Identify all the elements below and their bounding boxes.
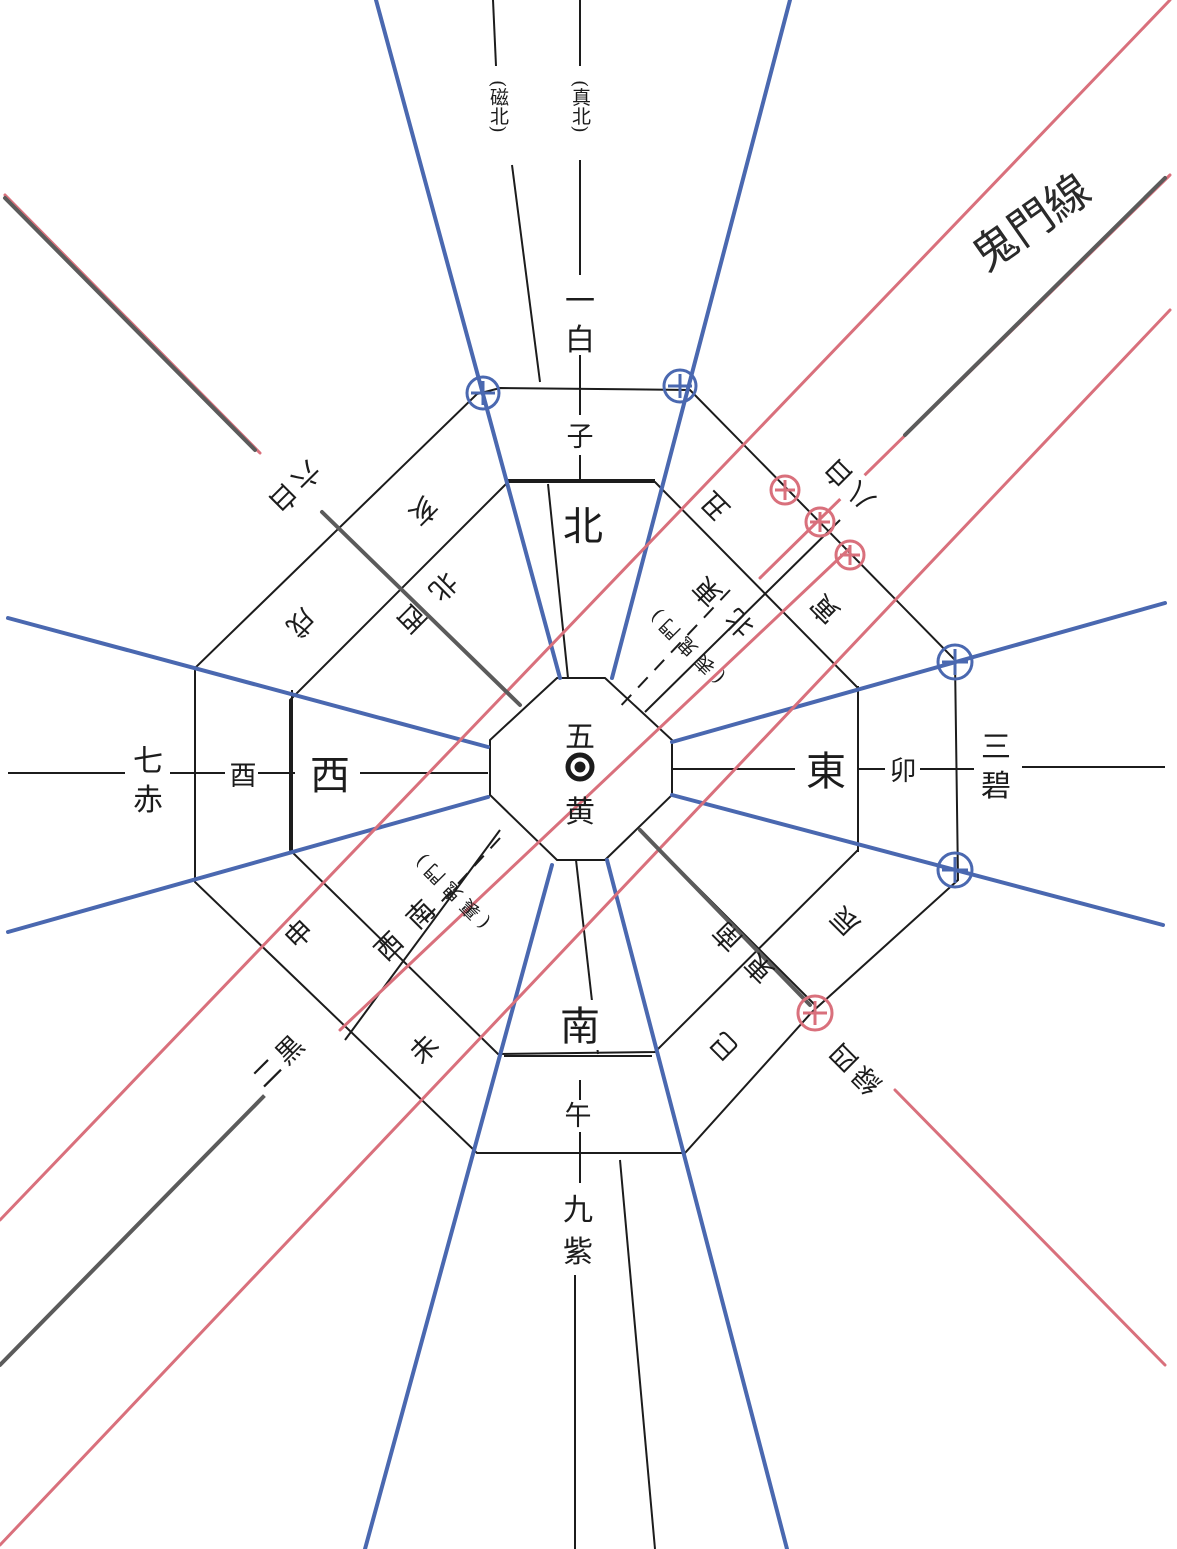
circle-markers: [465, 368, 974, 1032]
northwest-star-group: 六 白: [258, 450, 331, 523]
direction-north: 北: [563, 504, 603, 550]
blue-line-ene: [670, 601, 1167, 744]
marker-ne-red-3: [834, 539, 866, 571]
branch-yin-group: 寅: [805, 588, 846, 629]
marker-e-upper-blue: [936, 643, 974, 681]
branch-chen-group: 辰: [825, 900, 866, 941]
branch-chou: 丑: [695, 485, 736, 526]
grey-line-sw: [0, 1093, 267, 1367]
se-red-line: [893, 1088, 1167, 1367]
branch-chen: 辰: [825, 900, 866, 941]
grey-line-nw-inner: [320, 510, 522, 707]
west-star-number: 七: [133, 744, 163, 779]
grey-line-se: [638, 828, 812, 1007]
blue-line-ssw: [363, 863, 554, 1549]
branch-hai-group: 亥: [402, 490, 443, 531]
direction-northeast-group: 北東: [675, 558, 761, 644]
branch-wu: 午: [565, 1101, 592, 1132]
grey-line-ne: [903, 176, 1167, 437]
magnetic-north-line: [511, 164, 541, 383]
marker-ne-red-1: [769, 474, 801, 506]
branch-si: 巳: [704, 1025, 745, 1066]
true-north-label: (真北): [569, 80, 591, 133]
branch-xu: 戌: [280, 602, 321, 643]
blue-line-wsw: [6, 795, 490, 934]
kimon-line-mid: [338, 546, 852, 1032]
southeast-star-group: 四 緑: [819, 1032, 892, 1105]
north-star-number: 一: [565, 284, 595, 319]
marker-ne-blue: [662, 368, 698, 404]
magnetic-north-line-top: [492, 0, 497, 67]
branch-mao: 卯: [890, 756, 917, 787]
marker-nw-blue: [465, 375, 501, 411]
kimon-line-lower: [0, 308, 1172, 1547]
branch-shen-group: 申: [279, 914, 320, 955]
branch-shen: 申: [279, 914, 320, 955]
branch-xu-group: 戌: [280, 602, 321, 643]
north-star-color: 白: [565, 323, 595, 358]
south-star-number: 九: [563, 1193, 593, 1228]
blue-line-nne: [610, 0, 792, 680]
direction-east: 東: [806, 749, 846, 795]
magnetic-north-label: (磁北): [487, 80, 509, 133]
north-inner-line: [547, 483, 569, 679]
south-star-color: 紫: [563, 1235, 593, 1270]
marker-ne-red-2: [804, 506, 836, 538]
branch-zi: 子: [567, 422, 594, 453]
grey-overlay-lines: [0, 176, 1167, 1367]
dashed-kimon-lines: [419, 589, 731, 926]
ne-divider: [644, 519, 841, 713]
east-star-number: 三: [981, 730, 1011, 765]
kimon-line-main: [0, 0, 1172, 1222]
direction-west: 西: [310, 753, 350, 799]
center-point-marker: [565, 752, 595, 782]
branch-yin: 寅: [805, 588, 846, 629]
center-star-color: 黄: [565, 795, 595, 830]
blue-line-wnw: [6, 616, 490, 749]
south-secondary: [619, 1159, 656, 1549]
axis-lines: [8, 0, 1165, 1549]
center-star-number: 五: [565, 720, 595, 755]
blue-sector-lines: [6, 0, 1167, 1549]
omote-dash-line: [614, 589, 731, 713]
branch-you: 酉: [230, 761, 257, 792]
direction-south: 南: [560, 1004, 600, 1050]
blue-line-sse: [605, 858, 789, 1549]
grey-line-nw: [3, 196, 257, 452]
marker-se-red: [796, 994, 834, 1032]
branch-hai: 亥: [402, 490, 443, 531]
east-star-color: 碧: [981, 769, 1011, 804]
direction-southeast-group: 東南: [695, 903, 781, 989]
blue-line-ese: [670, 793, 1165, 927]
direction-northeast: 北東: [675, 558, 761, 644]
southwest-star-group: 二 黒: [242, 1025, 315, 1098]
branch-si-group: 巳: [704, 1025, 745, 1066]
west-star-color: 赤: [133, 783, 163, 818]
marker-e-lower-blue: [936, 851, 974, 889]
branch-wei: 未: [404, 1029, 445, 1070]
branch-wei-group: 未: [404, 1029, 445, 1070]
direction-southeast: 東南: [695, 903, 781, 989]
branch-chou-group: 丑: [695, 485, 736, 526]
blue-line-nnw: [374, 0, 562, 680]
ura-dash-line: [419, 837, 501, 926]
middle-octagon: [289, 481, 859, 1056]
